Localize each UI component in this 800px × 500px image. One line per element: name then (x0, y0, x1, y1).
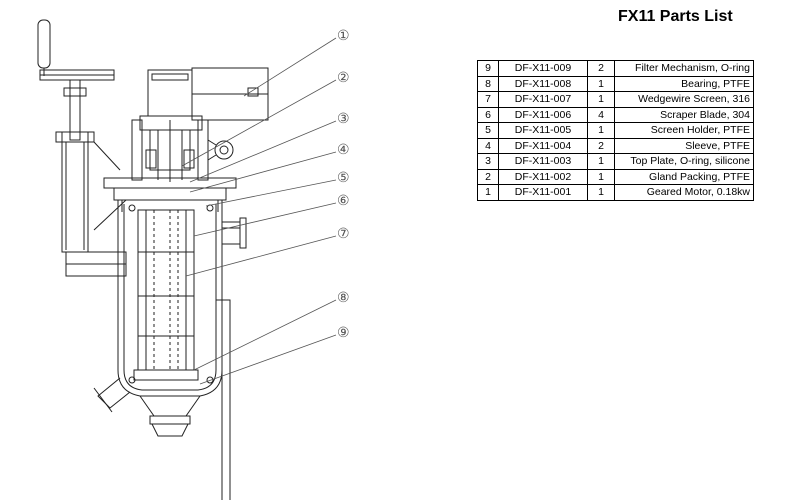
table-row: 7 DF-X11-007 1 Wedgewire Screen, 316 (477, 91, 754, 108)
quantity: 1 (587, 122, 615, 139)
callout-4: ④ (337, 141, 350, 157)
part-number: DF-X11-003 (498, 153, 588, 170)
part-number: DF-X11-002 (498, 168, 588, 185)
support-leg (216, 299, 231, 500)
item-number: 5 (477, 122, 499, 139)
callout-1: ① (337, 27, 350, 43)
quantity: 1 (587, 75, 615, 92)
description: Screen Holder, PTFE (614, 122, 754, 139)
geared-motor (139, 67, 269, 131)
part-number: DF-X11-006 (498, 106, 588, 123)
description: Top Plate, O-ring, silicone (614, 153, 754, 170)
description: Bearing, PTFE (614, 75, 754, 92)
item-number: 6 (477, 106, 499, 123)
quantity: 1 (587, 153, 615, 170)
parts-table: 9 DF-X11-009 2 Filter Mechanism, O-ring … (477, 60, 754, 201)
part-number: DF-X11-008 (498, 75, 588, 92)
outlet-pipe (93, 377, 131, 413)
inlet-pipe (221, 217, 247, 249)
leader-lines (181, 37, 337, 385)
table-row: 4 DF-X11-004 2 Sleeve, PTFE (477, 137, 754, 154)
callout-5: ⑤ (337, 169, 350, 185)
quantity: 4 (587, 106, 615, 123)
table-row: 5 DF-X11-005 1 Screen Holder, PTFE (477, 122, 754, 139)
item-number: 3 (477, 153, 499, 170)
quantity: 2 (587, 137, 615, 154)
quantity: 2 (587, 60, 615, 77)
callout-9: ⑨ (337, 324, 350, 340)
table-row: 2 DF-X11-002 1 Gland Packing, PTFE (477, 168, 754, 185)
table-row: 9 DF-X11-009 2 Filter Mechanism, O-ring (477, 60, 754, 77)
parts-list-title: FX11 Parts List (618, 8, 733, 25)
description: Filter Mechanism, O-ring (614, 60, 754, 77)
top-plate (103, 177, 237, 212)
quantity: 1 (587, 184, 615, 201)
table-row: 8 DF-X11-008 1 Bearing, PTFE (477, 75, 754, 92)
callout-7: ⑦ (337, 225, 350, 241)
bottom-drain (139, 395, 201, 437)
quantity: 1 (587, 168, 615, 185)
table-row: 3 DF-X11-003 1 Top Plate, O-ring, silico… (477, 153, 754, 170)
handwheel (37, 19, 115, 141)
item-number: 8 (477, 75, 499, 92)
item-number: 2 (477, 168, 499, 185)
description: Wedgewire Screen, 316 (614, 91, 754, 108)
callout-6: ⑥ (337, 192, 350, 208)
item-number: 4 (477, 137, 499, 154)
side-actuator (55, 131, 127, 277)
item-number: 1 (477, 184, 499, 201)
item-number: 7 (477, 91, 499, 108)
description: Geared Motor, 0.18kw (614, 184, 754, 201)
description: Sleeve, PTFE (614, 137, 754, 154)
part-number: DF-X11-004 (498, 137, 588, 154)
item-number: 9 (477, 60, 499, 77)
quantity: 1 (587, 91, 615, 108)
part-number: DF-X11-005 (498, 122, 588, 139)
description: Scraper Blade, 304 (614, 106, 754, 123)
description: Gland Packing, PTFE (614, 168, 754, 185)
part-number: DF-X11-007 (498, 91, 588, 108)
table-row: 1 DF-X11-001 1 Geared Motor, 0.18kw (477, 184, 754, 201)
callout-2: ② (337, 69, 350, 85)
top-frame (131, 119, 234, 182)
part-number: DF-X11-009 (498, 60, 588, 77)
vessel-body (117, 200, 223, 397)
callout-8: ⑧ (337, 289, 350, 305)
table-row: 6 DF-X11-006 4 Scraper Blade, 304 (477, 106, 754, 123)
callout-3: ③ (337, 110, 350, 126)
part-number: DF-X11-001 (498, 184, 588, 201)
